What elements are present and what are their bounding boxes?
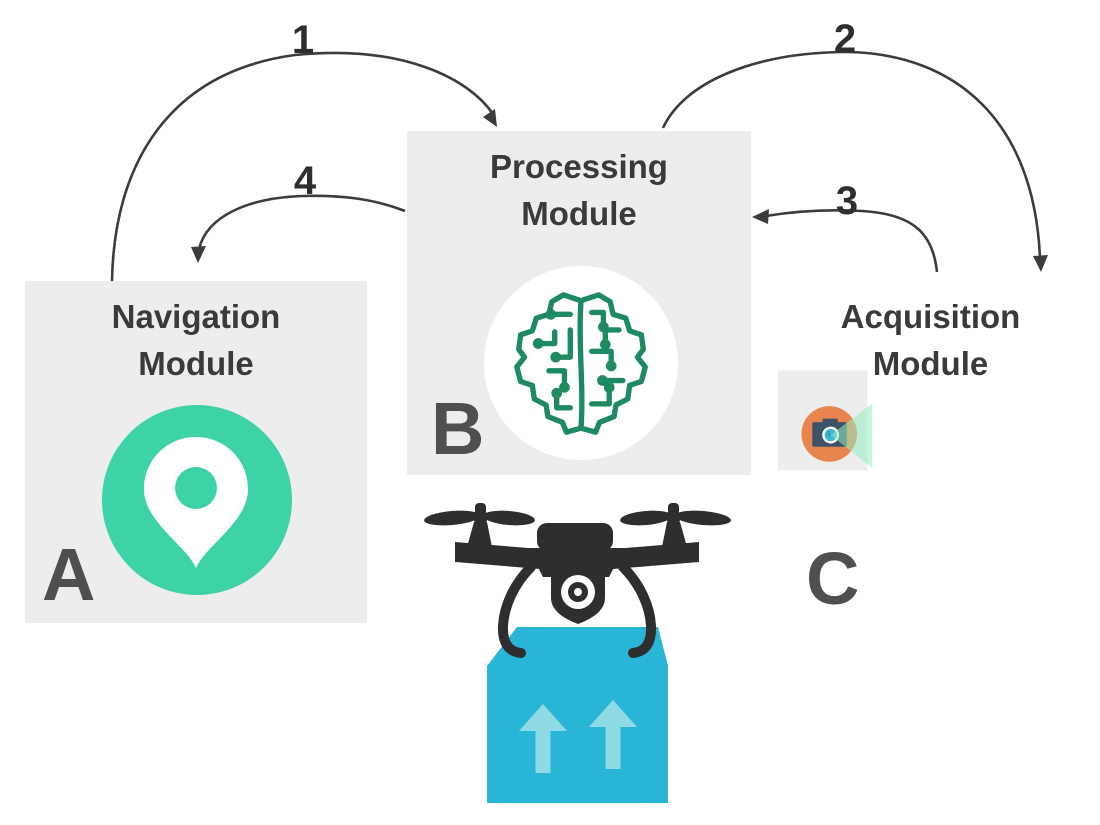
flow-arrow-4-head [191,246,206,263]
delivery-drone-icon [424,503,731,803]
flow-arrow-3-head [752,209,769,224]
flow-arrow-2-head [1033,255,1048,272]
navigation-module-title: Navigation Module [25,294,367,388]
package-up-arrows-icon [519,700,637,773]
circuit-brain-icon [484,266,678,460]
processing-module-title: Processing Module [407,144,751,238]
flow-label-4: 4 [294,159,317,203]
location-pin-graphic [144,437,248,568]
drone-left-leg [497,562,536,658]
navigation-module-title-line2: Module [138,344,254,382]
navigation-module-title-line1: Navigation [111,298,281,335]
processing-module-title-line1: Processing [490,148,668,185]
acquisition-module-title-line2: Module [872,344,989,382]
location-pin-icon [102,405,292,595]
flow-arrow-1-head [483,109,497,127]
acquisition-module-box [778,370,873,471]
module-letter-c: C [806,537,860,620]
module-letter-b: B [431,387,485,470]
flow-arrow-3 [765,209,939,273]
drone-right-leg [618,562,657,658]
circuit-brain-graphic [514,292,648,435]
camera-light-cone [830,403,873,469]
acquisition-module-title: Acquisition Module [778,294,1083,388]
flow-label-3: 3 [836,179,858,223]
flow-label-1: 1 [292,18,314,62]
drone-gimbal-camera-icon [561,575,595,609]
module-letter-a: A [42,533,96,616]
flow-arrow-4 [197,194,406,250]
package-box-icon [487,627,668,803]
processing-module-title-line2: Module [521,194,637,232]
acquisition-module-title-line1: Acquisition [840,298,1021,335]
flow-label-2: 2 [834,17,856,61]
